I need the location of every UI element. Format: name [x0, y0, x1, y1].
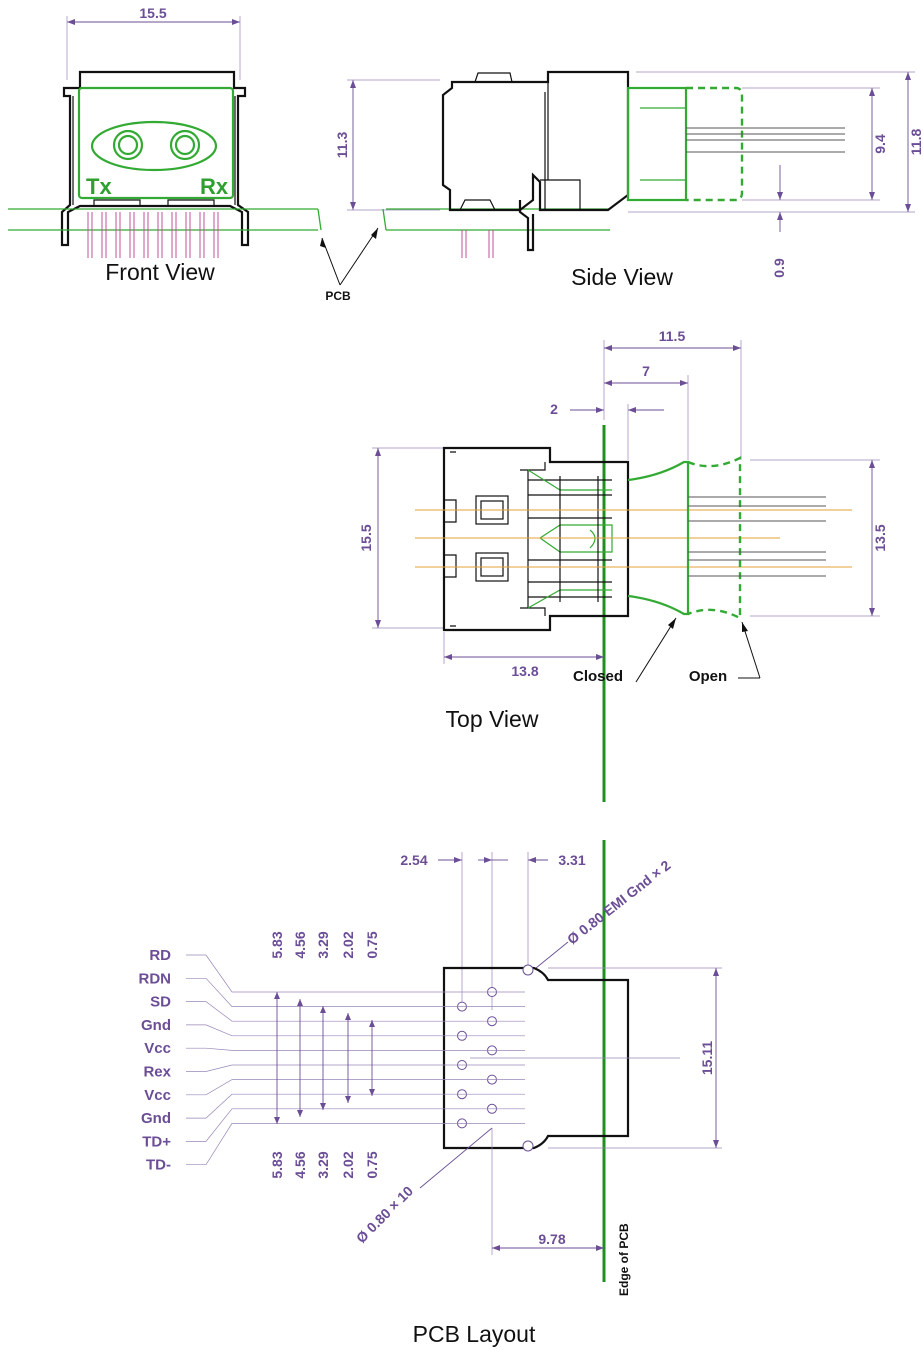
- pin-label: Vcc: [144, 1040, 171, 1057]
- pin-leader: [186, 1093, 462, 1119]
- column-dim-bottom: 0.75: [364, 1151, 380, 1178]
- column-dim-top: 4.56: [292, 931, 308, 958]
- top-view: 11.5 7 2 15.5: [358, 328, 888, 802]
- column-dim-bottom: 4.56: [292, 1151, 308, 1178]
- side-view: 11.3 9.4 11.8: [334, 70, 923, 290]
- column-dim-arrow: [274, 992, 280, 999]
- pin-label: TD+: [142, 1133, 171, 1150]
- front-view: 15.5 Tx Rx Front View: [8, 5, 322, 285]
- pin-label: Vcc: [144, 1087, 171, 1104]
- column-dim-arrow: [297, 1110, 303, 1117]
- pin-leader: [186, 1024, 462, 1037]
- hole-note: Ø 0.80 × 10: [353, 1183, 416, 1246]
- column-dim-bottom: 3.29: [315, 1151, 331, 1178]
- open-label: Open: [689, 668, 727, 685]
- pcb-callout-label: PCB: [325, 289, 351, 303]
- pin-leader: [186, 1047, 492, 1051]
- pcb-layout-title: PCB Layout: [413, 1321, 536, 1347]
- column-dim-arrow: [274, 1117, 280, 1124]
- pin-leader: [186, 1001, 492, 1022]
- column-dim-top: 3.29: [315, 931, 331, 958]
- pcb-dim-edge: 9.78: [538, 1231, 565, 1247]
- pcb-pin-lines: [186, 954, 525, 1166]
- pin-leader: [186, 1079, 492, 1096]
- closed-label: Closed: [573, 668, 623, 685]
- top-dim-depth: 13.8: [511, 663, 538, 679]
- pin-label: Gnd: [141, 1110, 171, 1127]
- column-dim-top: 2.02: [340, 931, 356, 958]
- pcb-callout: PCB: [320, 227, 379, 303]
- column-dim-arrow: [320, 1103, 326, 1110]
- pcb-dim-pitch2: 3.31: [558, 852, 585, 868]
- column-dim-arrow: [369, 1020, 375, 1027]
- pin-leader: [186, 1108, 492, 1142]
- edge-of-pcb-label: Edge of PCB: [617, 1223, 631, 1296]
- column-dim-bottom: 5.83: [269, 1151, 285, 1178]
- pin-label: Rex: [143, 1064, 171, 1081]
- emi-note: Ø 0.80 EMI Gnd × 2: [564, 857, 674, 948]
- column-dim-arrow: [345, 1013, 351, 1020]
- column-dim-arrow: [369, 1089, 375, 1096]
- side-offset-dim: 0.9: [771, 258, 787, 278]
- column-dim-bottom: 2.02: [340, 1151, 356, 1178]
- column-dim-arrow: [297, 999, 303, 1006]
- pin-leader: [186, 977, 462, 1007]
- rx-label: Rx: [200, 174, 229, 199]
- top-view-title: Top View: [446, 706, 539, 732]
- column-dim-arrow: [320, 1006, 326, 1013]
- pcb-layout: 2.54 3.31 Ø 0.80 EMI Gnd × 2 15.11 RD RDN…: [139, 840, 722, 1347]
- pin-leader: [186, 1064, 462, 1072]
- pcb-column-dims: 5.83 5.83 4.56 4.56 3.29 3.29 2.02 2.02 0.75 0.75: [269, 931, 380, 1178]
- top-dim-height: 15.5: [358, 524, 374, 551]
- front-view-title: Front View: [105, 259, 215, 285]
- pin-label: SD: [150, 994, 171, 1011]
- top-dim-seven: 7: [642, 363, 650, 379]
- front-pins: [87, 212, 219, 258]
- column-dim-top: 5.83: [269, 931, 285, 958]
- tx-label: Tx: [86, 174, 112, 199]
- top-dim-total: 11.5: [659, 328, 686, 344]
- pin-label: TD-: [146, 1157, 171, 1174]
- side-height-dim: 11.3: [334, 132, 350, 159]
- column-dim-top: 0.75: [364, 931, 380, 958]
- pin-label: RDN: [139, 970, 172, 987]
- pin-leader: [186, 954, 492, 993]
- column-dim-arrow: [345, 1096, 351, 1103]
- top-dim-right: 13.5: [872, 524, 888, 551]
- pcb-dim-height: 15.11: [699, 1041, 715, 1075]
- side-inner-dim: 9.4: [872, 134, 888, 154]
- side-view-title: Side View: [571, 264, 673, 290]
- pin-label: RD: [149, 947, 171, 964]
- top-dim-two: 2: [550, 401, 558, 417]
- pin-label: Gnd: [141, 1017, 171, 1034]
- pin-leader: [186, 1123, 462, 1166]
- pcb-dim-pitch: 2.54: [400, 852, 427, 868]
- front-width-dim: 15.5: [139, 5, 166, 21]
- side-outer-dim: 11.8: [908, 129, 923, 156]
